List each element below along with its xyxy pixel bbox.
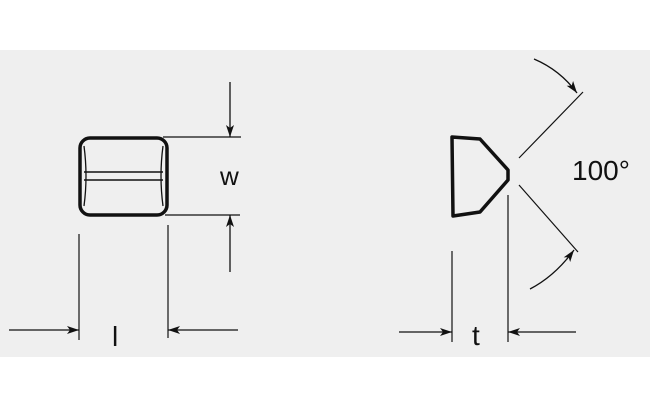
angle-arc-bottom <box>529 249 575 290</box>
part-front-view <box>78 136 169 217</box>
label-l: l <box>112 321 118 352</box>
label-w: w <box>219 161 239 191</box>
label-t: t <box>472 320 480 351</box>
angle-arc-top <box>533 58 578 94</box>
label-angle: 100° <box>572 155 630 186</box>
part-side-view <box>450 135 510 218</box>
diagram-panel <box>0 50 650 357</box>
